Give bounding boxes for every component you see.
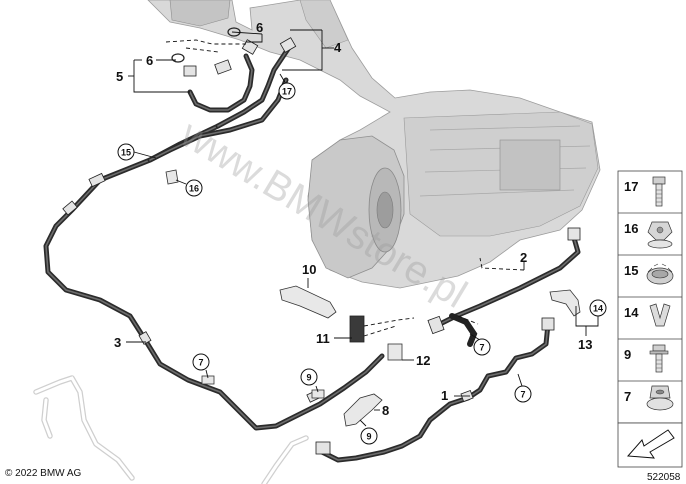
svg-text:15: 15 — [121, 148, 131, 158]
callout-6-top: 6 — [256, 20, 263, 35]
arrow-icon — [626, 429, 675, 459]
legend-label-16: 16 — [624, 221, 638, 236]
callout-12: 12 — [416, 353, 430, 368]
legend-label-17: 17 — [624, 179, 638, 194]
svg-text:14: 14 — [593, 304, 603, 314]
ghost-pipe-illustration — [33, 375, 309, 484]
svg-text:16: 16 — [189, 184, 199, 194]
svg-text:7: 7 — [479, 343, 484, 353]
svg-text:9: 9 — [366, 432, 371, 442]
clamp-11 — [349, 315, 365, 343]
callout-13: 13 — [578, 337, 592, 352]
oil-cooler-line-upper — [147, 27, 297, 163]
callout-11: 11 — [316, 331, 330, 346]
circled-ref-15: 15 — [117, 143, 135, 161]
diagram-number: 522058 — [647, 472, 681, 483]
leader-lines — [126, 29, 599, 427]
svg-text:9: 9 — [306, 373, 311, 383]
callout-6-left: 6 — [146, 53, 153, 68]
svg-text:17: 17 — [282, 87, 292, 97]
clip-9 — [311, 389, 325, 399]
spring-clip-icon — [649, 303, 671, 327]
flange-bolt-icon — [649, 344, 669, 373]
bracket-13 — [549, 289, 581, 317]
svg-text:7: 7 — [198, 358, 203, 368]
callout-10: 10 — [302, 262, 316, 277]
callout-8: 8 — [382, 403, 389, 418]
callout-5: 5 — [116, 69, 123, 84]
clip-16 — [165, 169, 179, 185]
bolt-icon — [652, 176, 666, 207]
callout-labels: 6 4 6 5 3 10 11 12 8 2 1 13 — [114, 20, 592, 418]
legend-label-14: 14 — [624, 305, 639, 320]
oil-cooler-line-2 — [427, 227, 581, 347]
bracket-10 — [279, 285, 337, 319]
legend-label-15: 15 — [624, 263, 638, 278]
circled-ref-14: 14 — [589, 299, 607, 317]
clip-12 — [387, 343, 403, 361]
callout-1: 1 — [441, 388, 448, 403]
transmission-illustration — [147, 0, 601, 289]
star-nut-icon — [646, 263, 674, 285]
oil-cooler-line-return — [43, 123, 385, 431]
circled-ref-9-left: 9 — [300, 368, 318, 386]
clip-7a — [201, 375, 215, 385]
circled-ref-7-left: 7 — [192, 353, 210, 371]
copyright-text: © 2022 BMW AG — [5, 468, 82, 479]
clip-nut-icon — [647, 221, 673, 249]
legend-label-7: 7 — [624, 389, 631, 404]
circled-ref-7-mid: 7 — [473, 338, 491, 356]
circled-ref-17: 17 — [278, 82, 296, 100]
circled-ref-16: 16 — [185, 179, 203, 197]
circled-references: 17 15 16 7 9 9 7 7 — [117, 82, 607, 445]
bracket-parts — [165, 169, 581, 427]
circled-ref-7-right: 7 — [514, 385, 532, 403]
circled-ref-9-bottom: 9 — [360, 427, 378, 445]
callout-3: 3 — [114, 335, 121, 350]
callout-4: 4 — [334, 40, 342, 55]
svg-text:7: 7 — [520, 390, 525, 400]
parts-legend: 17 16 15 14 9 — [617, 170, 683, 468]
oil-cooler-line-1 — [315, 317, 555, 463]
bracket-8 — [343, 393, 383, 427]
callout-2: 2 — [520, 250, 527, 265]
hex-nut-icon — [646, 385, 674, 411]
legend-label-9: 9 — [624, 347, 631, 362]
